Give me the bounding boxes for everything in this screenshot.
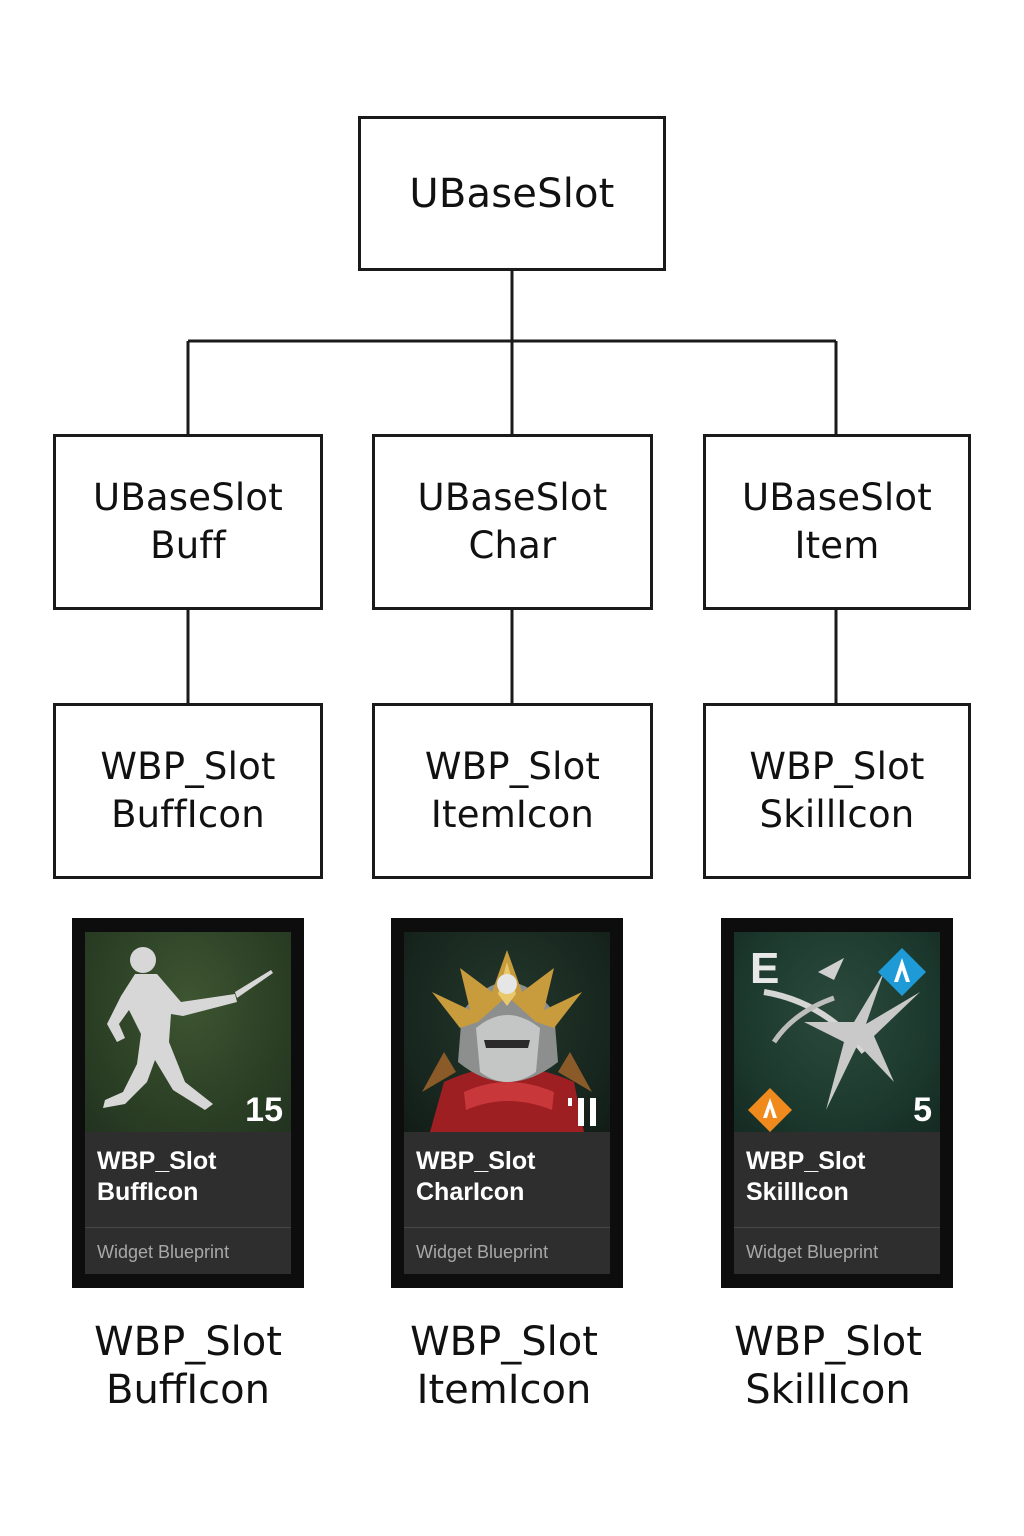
card-title-line1: WBP_Slot (97, 1147, 217, 1175)
card-subtitle: Widget Blueprint (746, 1242, 879, 1262)
caption-line1: WBP_Slot (94, 1319, 282, 1365)
skill-key-letter: E (750, 944, 780, 993)
caption-bufficon: WBP_Slot BuffIcon (66, 1318, 310, 1414)
node-wbp-slot-bufficon: WBP_Slot BuffIcon (53, 703, 323, 879)
node-label-line2: Buff (150, 524, 226, 567)
card-wbp-slot-skillicon[interactable]: E 5 WBP_Slot SkillIcon Widget Blueprint (721, 918, 953, 1288)
caption-line2: SkillIcon (745, 1367, 911, 1413)
caption-skillicon: WBP_Slot SkillIcon (706, 1318, 950, 1414)
node-label-line1: UBaseSlot (93, 476, 283, 519)
caption-line1: WBP_Slot (734, 1319, 922, 1365)
card-title-line1: WBP_Slot (746, 1147, 866, 1175)
caption-line2: BuffIcon (106, 1367, 270, 1413)
card-info-panel: WBP_Slot CharIcon Widget Blueprint (404, 1132, 610, 1274)
knight-portrait-icon (404, 932, 610, 1132)
card-info-panel: WBP_Slot BuffIcon Widget Blueprint (85, 1132, 291, 1274)
card-wbp-slot-bufficon[interactable]: 15 WBP_Slot BuffIcon Widget Blueprint (72, 918, 304, 1288)
card-divider (734, 1227, 940, 1228)
node-label: UBaseSlot (409, 170, 615, 217)
node-label-line1: UBaseSlot (417, 476, 608, 519)
node-ubaseslot: UBaseSlot (358, 116, 666, 271)
node-ubaseslot-buff: UBaseSlot Buff (53, 434, 323, 610)
rank-bars-icon (566, 1098, 602, 1126)
fencer-silhouette-icon: 15 (85, 932, 291, 1132)
card-title-line2: CharIcon (416, 1178, 525, 1206)
stack-count-badge: 15 (245, 1091, 283, 1129)
node-wbp-slot-skillicon: WBP_Slot SkillIcon (703, 703, 971, 879)
card-divider (85, 1227, 291, 1228)
node-label-line2: Item (794, 524, 880, 567)
shuriken-skill-icon: E 5 (734, 932, 940, 1132)
node-label-line1: WBP_Slot (100, 745, 276, 788)
caption-line2: ItemIcon (416, 1367, 592, 1413)
skill-level-badge: 5 (913, 1091, 932, 1129)
card-title: WBP_Slot SkillIcon (746, 1146, 865, 1208)
node-label-line2: SkillIcon (759, 793, 915, 836)
card-title-line2: SkillIcon (746, 1178, 849, 1206)
card-divider (404, 1227, 610, 1228)
node-label-line2: BuffIcon (111, 793, 265, 836)
node-label-line1: WBP_Slot (424, 745, 601, 788)
node-label-line2: Char (468, 524, 557, 567)
node-label-line2: ItemIcon (430, 793, 595, 836)
node-ubaseslot-item: UBaseSlot Item (703, 434, 971, 610)
node-label-line1: WBP_Slot (749, 745, 925, 788)
caption-line1: WBP_Slot (410, 1319, 598, 1365)
node-ubaseslot-char: UBaseSlot Char (372, 434, 653, 610)
node-wbp-slot-itemicon: WBP_Slot ItemIcon (372, 703, 653, 879)
card-info-panel: WBP_Slot SkillIcon Widget Blueprint (734, 1132, 940, 1274)
card-title: WBP_Slot BuffIcon (97, 1146, 216, 1208)
card-subtitle: Widget Blueprint (97, 1242, 230, 1262)
card-title-line1: WBP_Slot (416, 1147, 536, 1175)
card-title: WBP_Slot CharIcon (416, 1146, 535, 1208)
card-title-line2: BuffIcon (97, 1178, 199, 1206)
caption-itemicon: WBP_Slot ItemIcon (382, 1318, 626, 1414)
card-wbp-slot-charicon[interactable]: WBP_Slot CharIcon Widget Blueprint (391, 918, 623, 1288)
card-subtitle: Widget Blueprint (416, 1242, 549, 1262)
node-label-line1: UBaseSlot (742, 476, 932, 519)
